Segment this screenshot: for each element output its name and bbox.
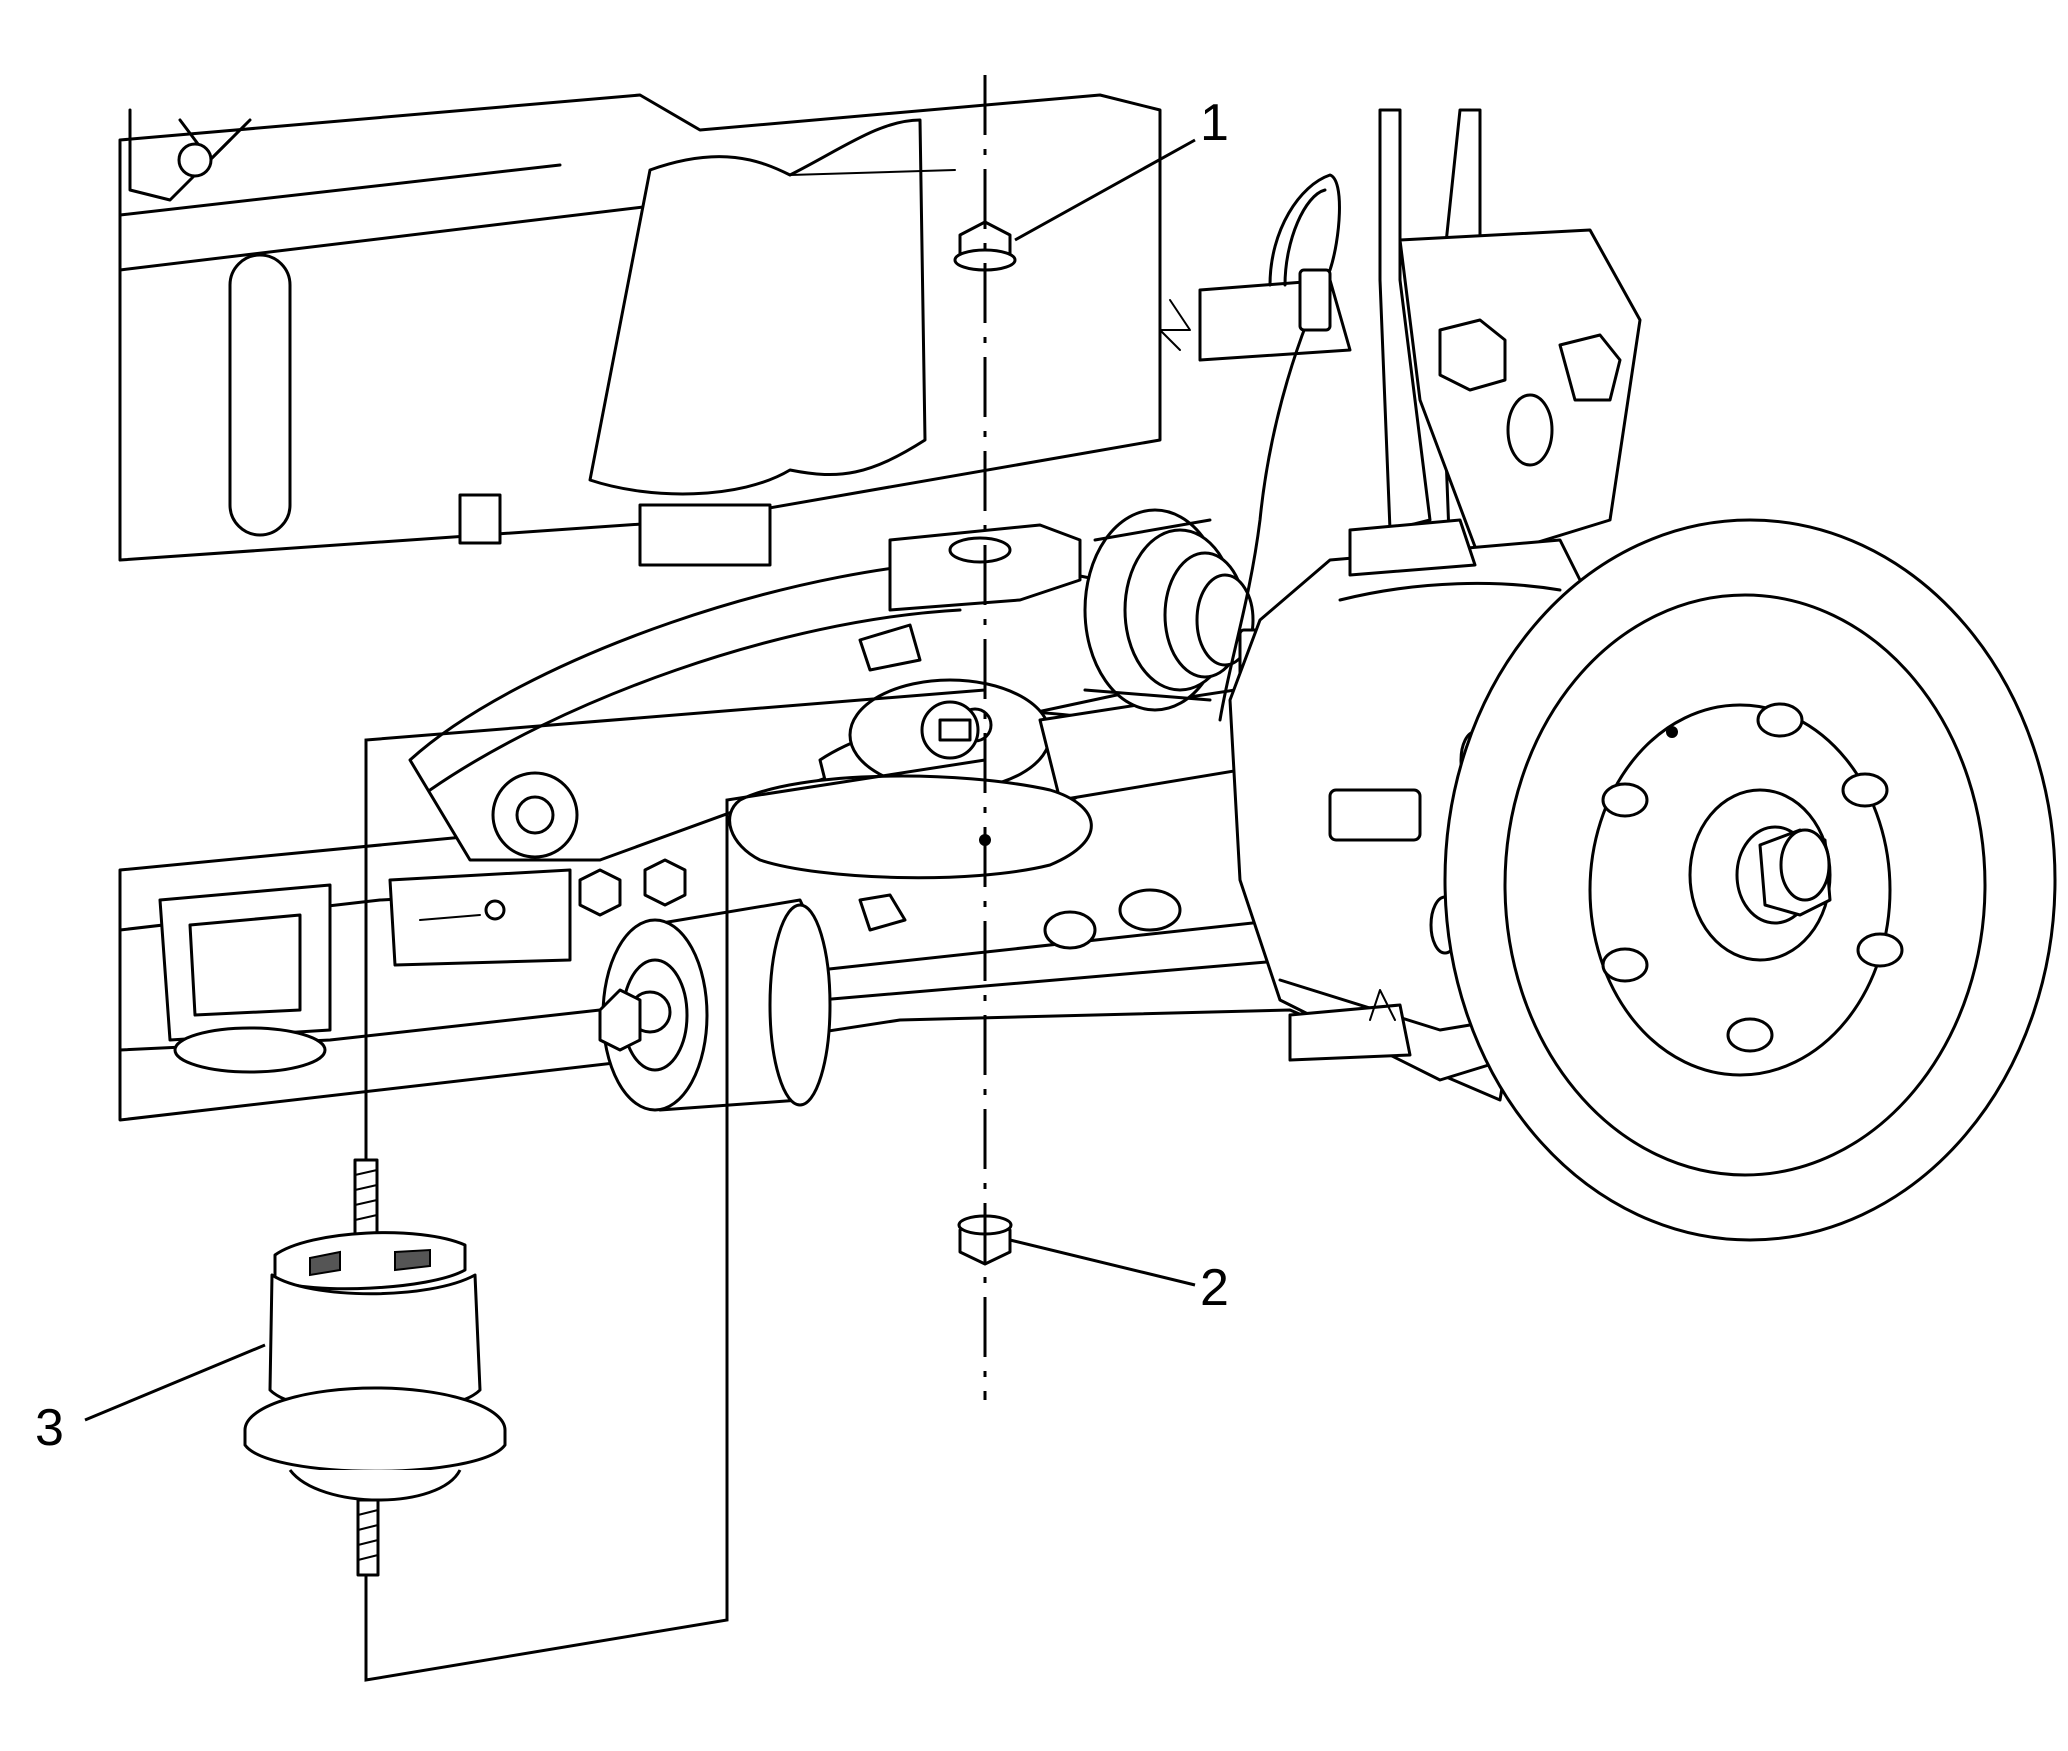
callout-3-label: 3 — [35, 1399, 64, 1457]
bushing — [598, 898, 832, 1112]
alignment-lines — [364, 75, 987, 1682]
subframe — [118, 738, 1542, 1122]
callout-3-part-engine-mount — [243, 1158, 507, 1577]
mount-bracket — [728, 523, 1093, 880]
crossmember-bolts — [578, 858, 1182, 950]
brake-rotor — [1443, 518, 2057, 1242]
heat-shield — [588, 118, 956, 567]
callout-2-label: 2 — [1200, 1259, 1229, 1317]
callout-1-label: 1 — [1200, 94, 1229, 152]
callout-3: 3 — [35, 1343, 266, 1457]
callout-2: 2 — [1009, 1238, 1229, 1317]
strut — [1159, 108, 1642, 562]
wheel-studs — [1601, 702, 1904, 1053]
callout-1: 1 — [1014, 94, 1229, 242]
